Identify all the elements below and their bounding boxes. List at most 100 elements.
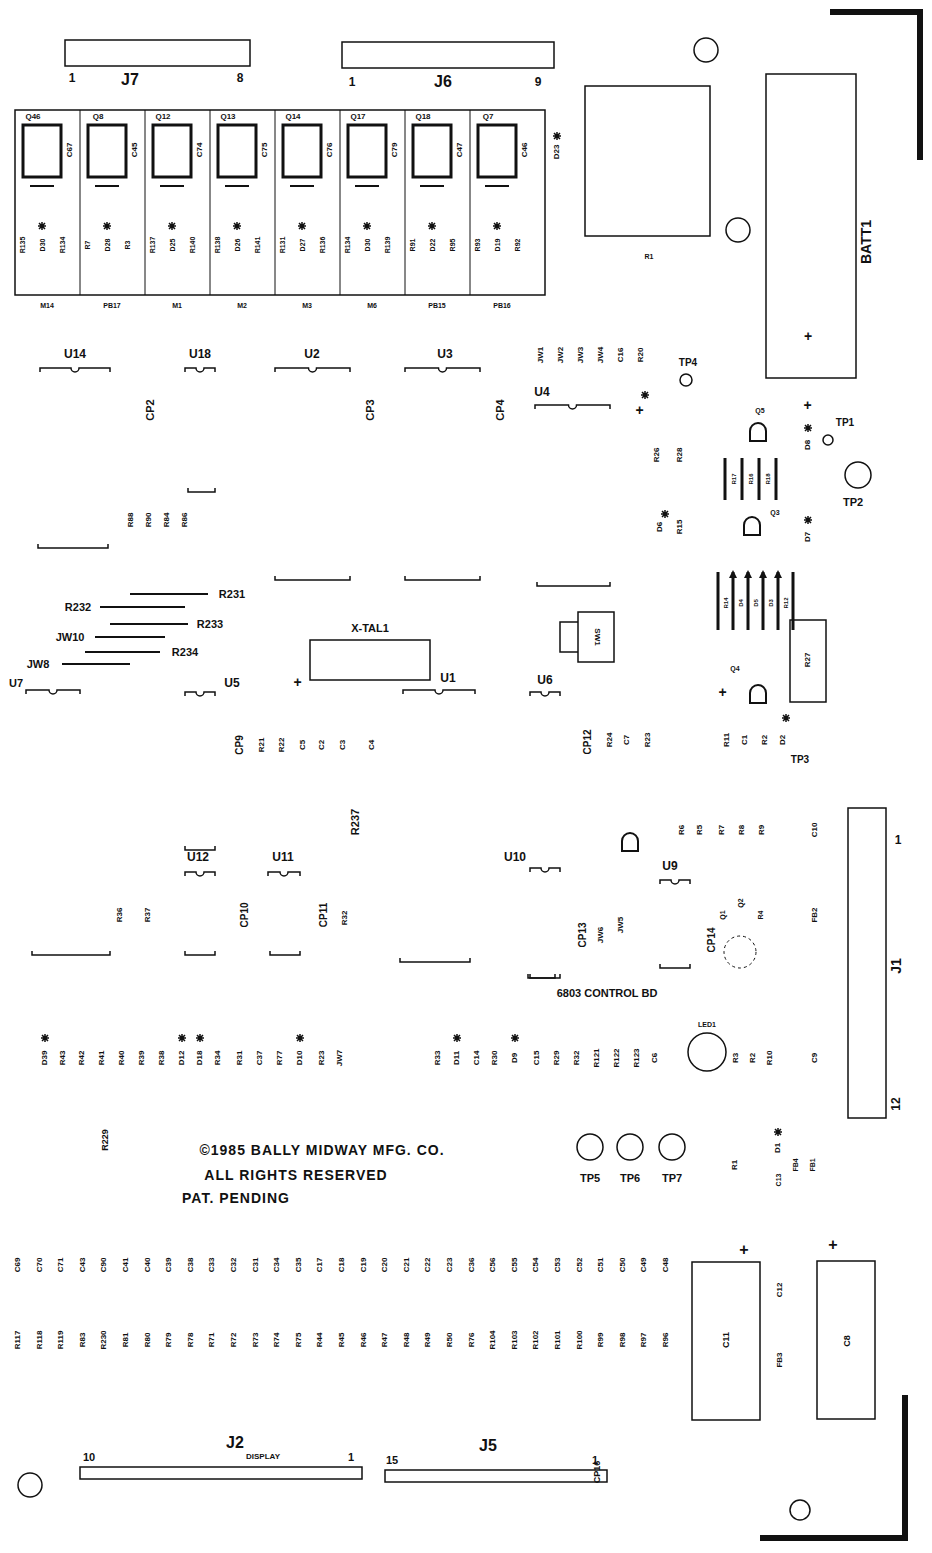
transistor-body (413, 125, 451, 177)
silkscreen-label: JW7 (336, 1050, 344, 1066)
silkscreen-label: R135 (19, 237, 26, 254)
silkscreen-label: C14 (473, 1051, 481, 1066)
diode-star (428, 222, 436, 230)
silkscreen-label: SW1 (593, 628, 601, 645)
silkscreen-label: C2 (318, 740, 326, 750)
part-name: 8 (237, 72, 244, 84)
silkscreen-label: Q1 (719, 910, 726, 919)
silkscreen-label: M3 (302, 302, 312, 309)
silkscreen-label: R34 (214, 1051, 222, 1066)
silkscreen-label: C76 (326, 143, 334, 158)
silkscreen-label: C69 (14, 1258, 22, 1273)
silkscreen-label: D9 (511, 1053, 519, 1063)
silkscreen-label: Q14 (285, 113, 300, 121)
driver-block (15, 110, 545, 295)
silkscreen-label: R117 (14, 1331, 22, 1350)
part-outline (585, 86, 710, 236)
silkscreen-label: D30 (364, 239, 371, 252)
silkscreen-label: M2 (237, 302, 247, 309)
transistor-body (478, 125, 516, 177)
part-name: + (828, 1237, 837, 1253)
silkscreen-label: R73 (252, 1333, 260, 1348)
chip-outline (38, 368, 110, 548)
silkscreen-label: R15 (676, 520, 684, 535)
silkscreen-label: C43 (79, 1258, 87, 1273)
silkscreen-label: C16 (617, 348, 625, 363)
part-name: J6 (434, 74, 452, 90)
silkscreen-label: R38 (158, 1051, 166, 1066)
silkscreen-label: R95 (449, 239, 456, 252)
part-name: + (739, 1242, 748, 1258)
silkscreen-label: C75 (261, 143, 269, 158)
part-outline (385, 1470, 607, 1482)
silkscreen-label: R137 (149, 237, 156, 254)
resistor-bar (741, 458, 744, 500)
silkscreen-label: R74 (273, 1333, 281, 1348)
transistor-tab (225, 185, 249, 187)
switch-outline (560, 612, 614, 662)
silkscreen-label: R234 (172, 647, 198, 658)
component-outline: 15J51 (380, 1436, 612, 1496)
silkscreen-label: R48 (403, 1333, 411, 1348)
resistor-line (85, 651, 160, 653)
part-outline (310, 640, 430, 680)
transistor-outline (750, 423, 766, 441)
chip-outline (535, 405, 610, 586)
silkscreen-label: R88 (127, 513, 135, 528)
silkscreen-label: Q17 (350, 113, 365, 121)
silkscreen-label: R102 (532, 1330, 540, 1349)
part-name: J5 (479, 1438, 497, 1454)
silkscreen-label: R101 (554, 1330, 562, 1349)
silkscreen-label: D6 (656, 522, 664, 532)
transistor-tab (95, 185, 119, 187)
silkscreen-label: C18 (338, 1258, 346, 1273)
cell-divider (80, 110, 81, 295)
diode-star (103, 222, 111, 230)
resistor-line (100, 606, 185, 608)
silkscreen-label: D12 (178, 1051, 186, 1066)
silkscreen-label: CP11 (319, 903, 329, 927)
silkscreen-label: R31 (236, 1051, 244, 1066)
part-name: 9 (535, 76, 542, 88)
silkscreen-label: R104 (489, 1330, 497, 1349)
silkscreen-label: C71 (57, 1258, 65, 1273)
part-outline (817, 1261, 875, 1419)
silkscreen-label: R1 (731, 1160, 739, 1170)
silkscreen-label: C53 (554, 1258, 562, 1273)
resistor-bar (792, 572, 795, 630)
component-outline: 1J112 (846, 806, 906, 1122)
silkscreen-label: R134 (59, 237, 66, 254)
diode-mark (759, 570, 767, 578)
diode-star (453, 1034, 461, 1042)
silkscreen-label: R44 (316, 1333, 324, 1348)
silkscreen-label: CP4 (495, 399, 506, 420)
resistor-bar (732, 572, 735, 630)
silkscreen-label: TP4 (679, 358, 697, 368)
silkscreen-label: CP9 (235, 735, 245, 754)
silkscreen-label: M6 (367, 302, 377, 309)
silkscreen-label: JW4 (597, 347, 605, 363)
silkscreen-label: U11 (272, 851, 293, 863)
component-outline: J210DISPLAY1 (75, 1433, 367, 1495)
resistor-bar (777, 572, 780, 630)
diode-mark (729, 570, 737, 578)
diode-mark (774, 570, 782, 578)
silkscreen-label: JW1 (537, 347, 545, 363)
silkscreen-label: D39 (41, 1051, 49, 1066)
silkscreen-label: PB15 (428, 302, 446, 309)
silkscreen-label: R86 (181, 513, 189, 528)
silkscreen-label: D4 (738, 599, 744, 607)
silkscreen-label: Q12 (155, 113, 170, 121)
silkscreen-label: Q5 (755, 407, 764, 414)
silkscreen-label: C13 (775, 1174, 782, 1187)
silkscreen-label: D30 (39, 239, 46, 252)
transistor-tab (420, 185, 444, 187)
silkscreen-label: + (635, 403, 644, 417)
silkscreen-label: FB4 (792, 1158, 799, 1171)
component-outline: BATT1+ (766, 74, 876, 384)
part-name: J2 (226, 1435, 244, 1451)
pad-circle (694, 38, 718, 62)
silkscreen-label: C19 (360, 1258, 368, 1273)
transistor-outline (744, 517, 760, 535)
silkscreen-label: JW3 (577, 347, 585, 363)
